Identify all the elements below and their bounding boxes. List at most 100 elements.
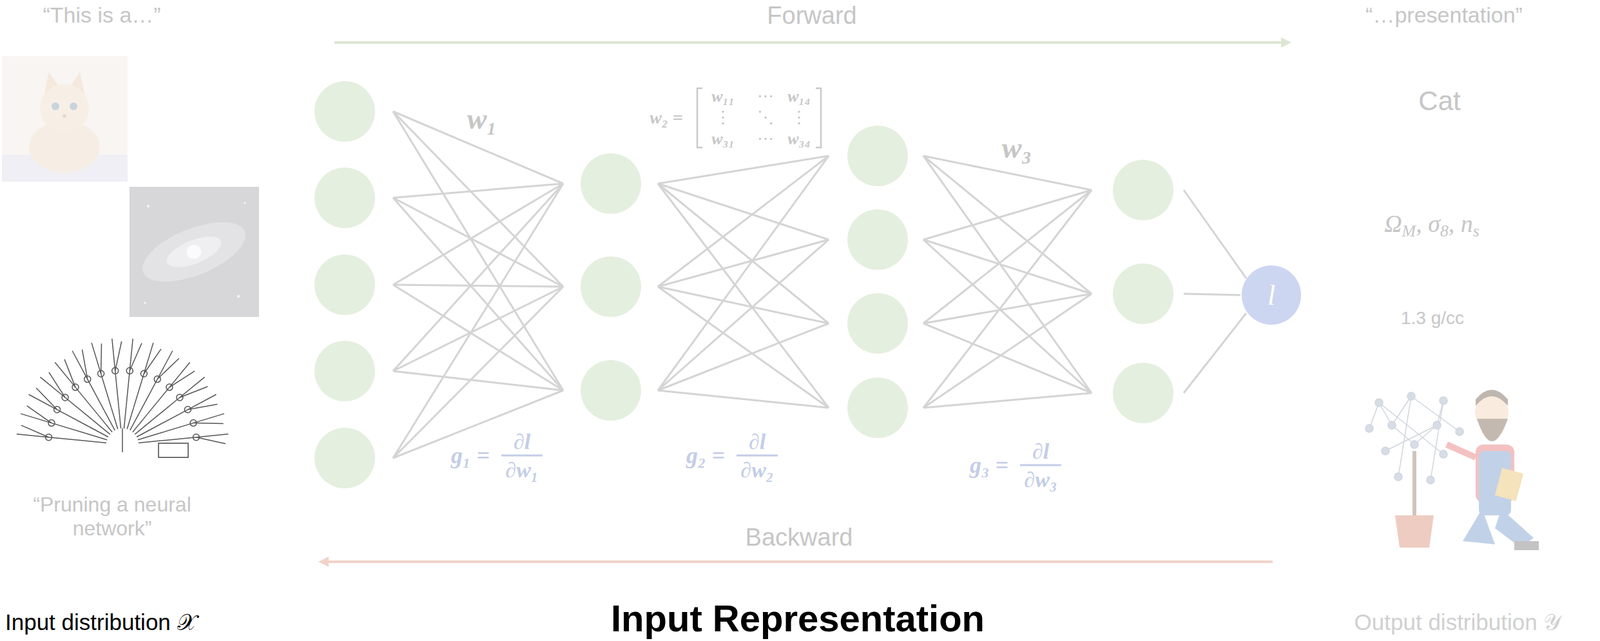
output-example-text: 1.3 g/cc [1400,308,1465,329]
bond [88,426,109,437]
weight-line [393,111,564,287]
bond [129,343,142,372]
cat-picture [1,56,128,182]
parameter-symbol: M [1402,221,1417,241]
bond [111,407,118,430]
weight-line [923,239,1092,294]
bond [130,410,141,431]
bond [195,437,226,444]
weight-line [657,239,829,391]
weight-label: w₁ [464,102,501,137]
bond [133,373,144,408]
neuron [314,81,376,142]
bond [83,440,107,443]
illustration-part [244,202,247,205]
illustration-part [1020,464,1062,467]
illustration-part [1446,444,1476,458]
illustration-part [1462,509,1495,545]
illustration-part [697,88,703,148]
neuron [847,209,908,270]
bond [179,386,208,398]
bond [101,373,112,408]
weight-label: w₃ [999,131,1035,166]
parameter-list: ΩM, σ8, ns [1384,210,1480,241]
neuron [314,167,376,229]
parameter-symbol: , n [1448,210,1474,238]
weight-line [393,183,564,285]
illustration-part [1476,418,1508,442]
axis-label: Input distribution 𝒳 [5,609,197,636]
parameter-symbol: Ω [1384,210,1402,238]
gradient-label: g₃ = [967,452,1012,479]
weight-line [393,183,564,372]
bond [64,359,76,388]
weight-line [393,371,564,391]
illustration-part [158,443,189,458]
illustration-part [163,230,226,274]
matrix-cell: ⋯ [757,86,774,107]
weight-line [393,111,564,391]
gradient-label: g₂ = [683,442,728,470]
illustration-part [39,83,89,133]
bond [193,413,225,424]
bond [82,349,88,380]
weight-line [657,155,829,287]
matrix-cell: w₃₄ [787,129,810,149]
bond [137,433,160,441]
weight-line [923,323,1092,394]
weight-line [393,197,564,391]
tree-dot [1410,440,1419,449]
gradient-label: ∂l [510,431,533,454]
matrix-cell: ⋱ [757,108,774,128]
weight-line [393,183,564,459]
bond [48,437,85,441]
output-example-text: “…presentation” [1365,2,1523,28]
bond [36,387,57,410]
weight-line [657,390,829,408]
illustration-part [1365,392,1464,484]
weight-line [923,190,1092,408]
illustration-part [1475,389,1508,406]
bond [48,372,66,398]
illustration-part [501,454,543,457]
matrix-cell: w₁₁ [711,86,734,107]
bond [193,422,224,425]
parameter-symbol: s [1473,221,1480,241]
bond [112,338,116,372]
illustration-part [51,102,60,111]
weight-line [923,190,1092,240]
gardener-picture [1365,389,1539,551]
bond [115,341,122,372]
gradient-label: ∂w₂ [737,459,776,482]
direction-label: Backward [745,523,854,553]
illustration-part [1395,515,1434,548]
bond [87,379,105,412]
bond [51,423,86,434]
weight-line [657,183,829,324]
bond [179,376,205,398]
bond [169,362,191,388]
weight-line [657,155,829,184]
parameter-symbol: , σ [1415,210,1441,238]
bond [161,437,197,441]
neuron [847,377,908,439]
neuron [847,125,908,187]
tree-link [1378,402,1444,455]
matrix-cell: ⋮ [790,108,808,128]
molecule-tree [16,338,229,458]
bond [97,414,113,433]
illustration-part [62,114,67,118]
bond [121,428,124,453]
tree-dot [1407,392,1416,401]
tree-dot [1394,472,1403,481]
tree-dot [1426,476,1435,484]
bond [100,343,102,374]
illustration-part [1494,467,1524,501]
gradient-label: ∂w₁ [502,459,541,482]
neuron [580,153,642,214]
illustration-part [334,41,1283,44]
matrix-cell: ⋮ [714,108,732,128]
bond [132,414,147,433]
tree-dot [1381,447,1390,455]
neuron [314,427,376,489]
